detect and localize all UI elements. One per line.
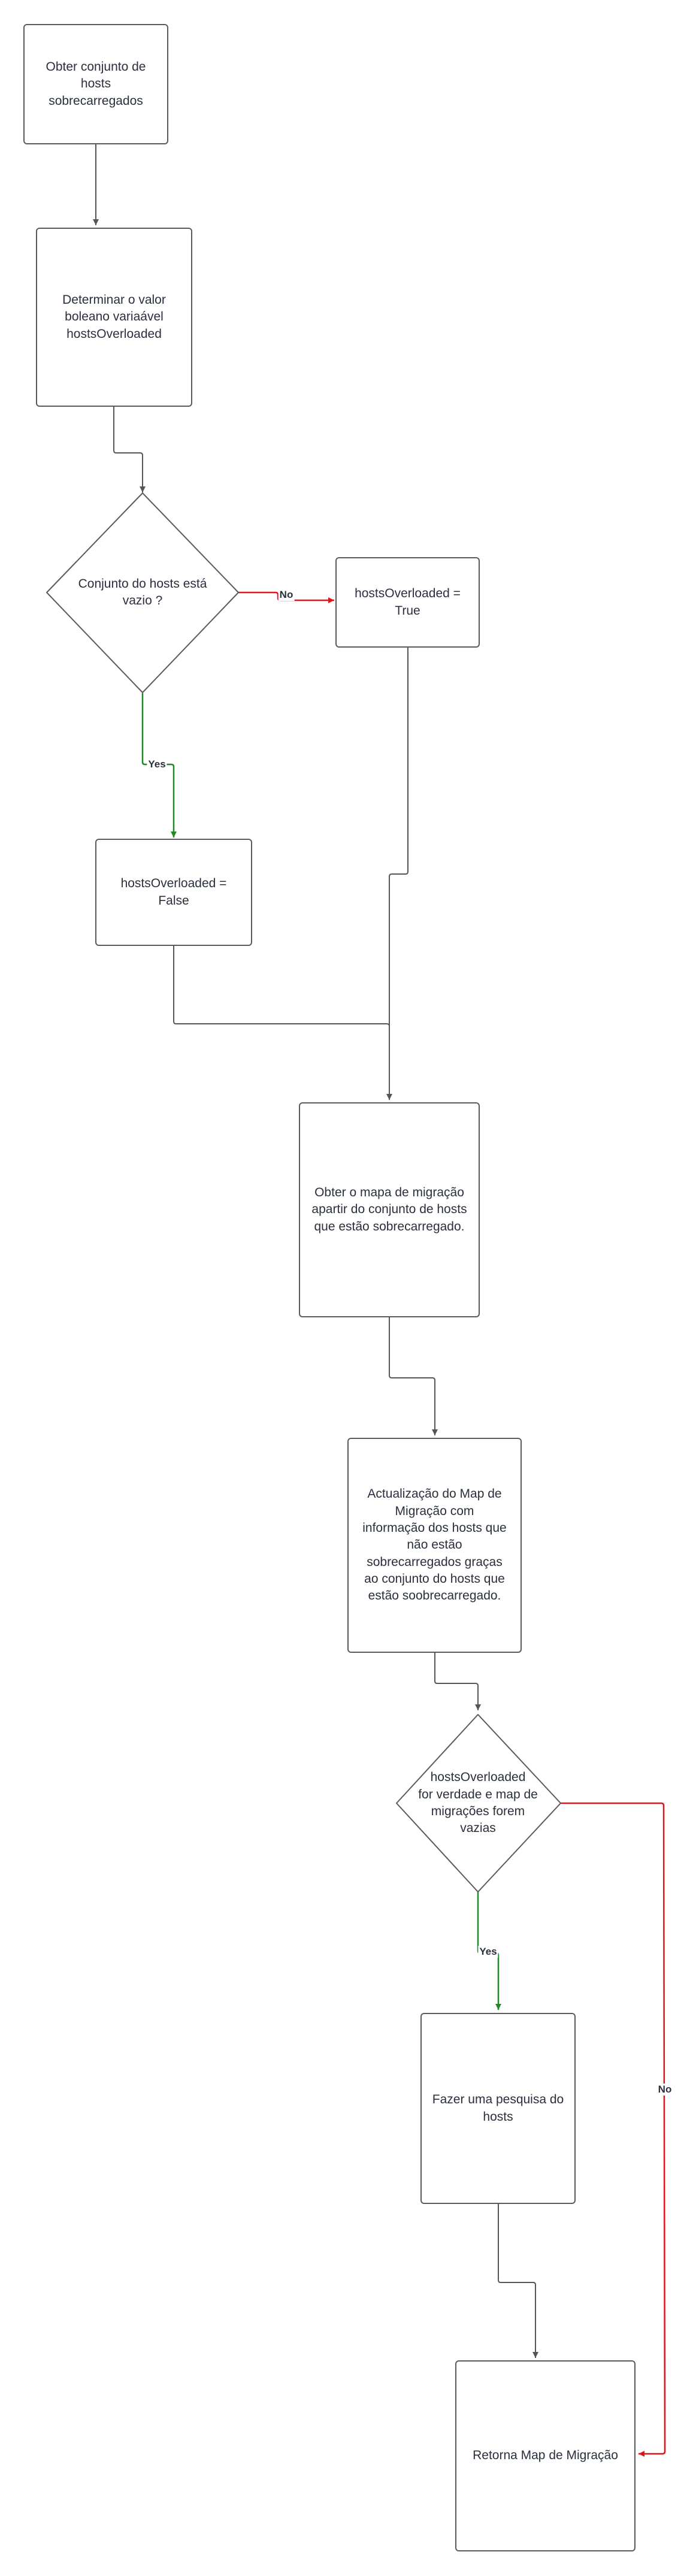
edge-n6-d2	[434, 1653, 481, 1710]
edge-label-no: No	[278, 589, 295, 601]
node-get-migration-map: Obter o mapa de migração apartir do conj…	[299, 1102, 480, 1317]
node-search-hosts: Fazer uma pesquisa do hosts	[420, 2013, 576, 2204]
edge-label-yes: Yes	[478, 1946, 498, 1958]
decision-text-hosts-empty: Conjunto do hosts está vazio ?	[78, 576, 207, 607]
node-determine-hostsoverloaded: Determinar o valor boleano variaável hos…	[36, 228, 192, 407]
decision-diamond-overloaded-and-empty	[396, 1714, 561, 1892]
edge-d2-n8-no	[561, 1802, 666, 2457]
node-hostsoverloaded-false: hostsOverloaded = False	[95, 839, 252, 946]
edge-n5-n6	[389, 1317, 438, 1435]
decision-diamond-hosts-empty	[46, 492, 239, 693]
node-update-migration-map: Actualização do Map de Migração com info…	[347, 1438, 522, 1653]
node-get-overloaded-hosts: Obter conjunto de hosts sobrecarregados	[23, 24, 168, 144]
edge-n3-n5	[386, 648, 408, 1100]
edge-n7-n8	[498, 2204, 538, 2358]
edge-label-no: No	[656, 2084, 673, 2096]
edge-n4-n5	[173, 946, 390, 1100]
edge-label-yes: Yes	[147, 758, 167, 770]
edge-n2-d1	[113, 407, 146, 492]
node-hostsoverloaded-true: hostsOverloaded = True	[335, 557, 480, 648]
decision-text-overloaded-and-empty: hostsOverloaded for verdade e map de mig…	[418, 1770, 538, 1836]
node-return-migration-map: Retorna Map de Migração	[455, 2360, 636, 2551]
